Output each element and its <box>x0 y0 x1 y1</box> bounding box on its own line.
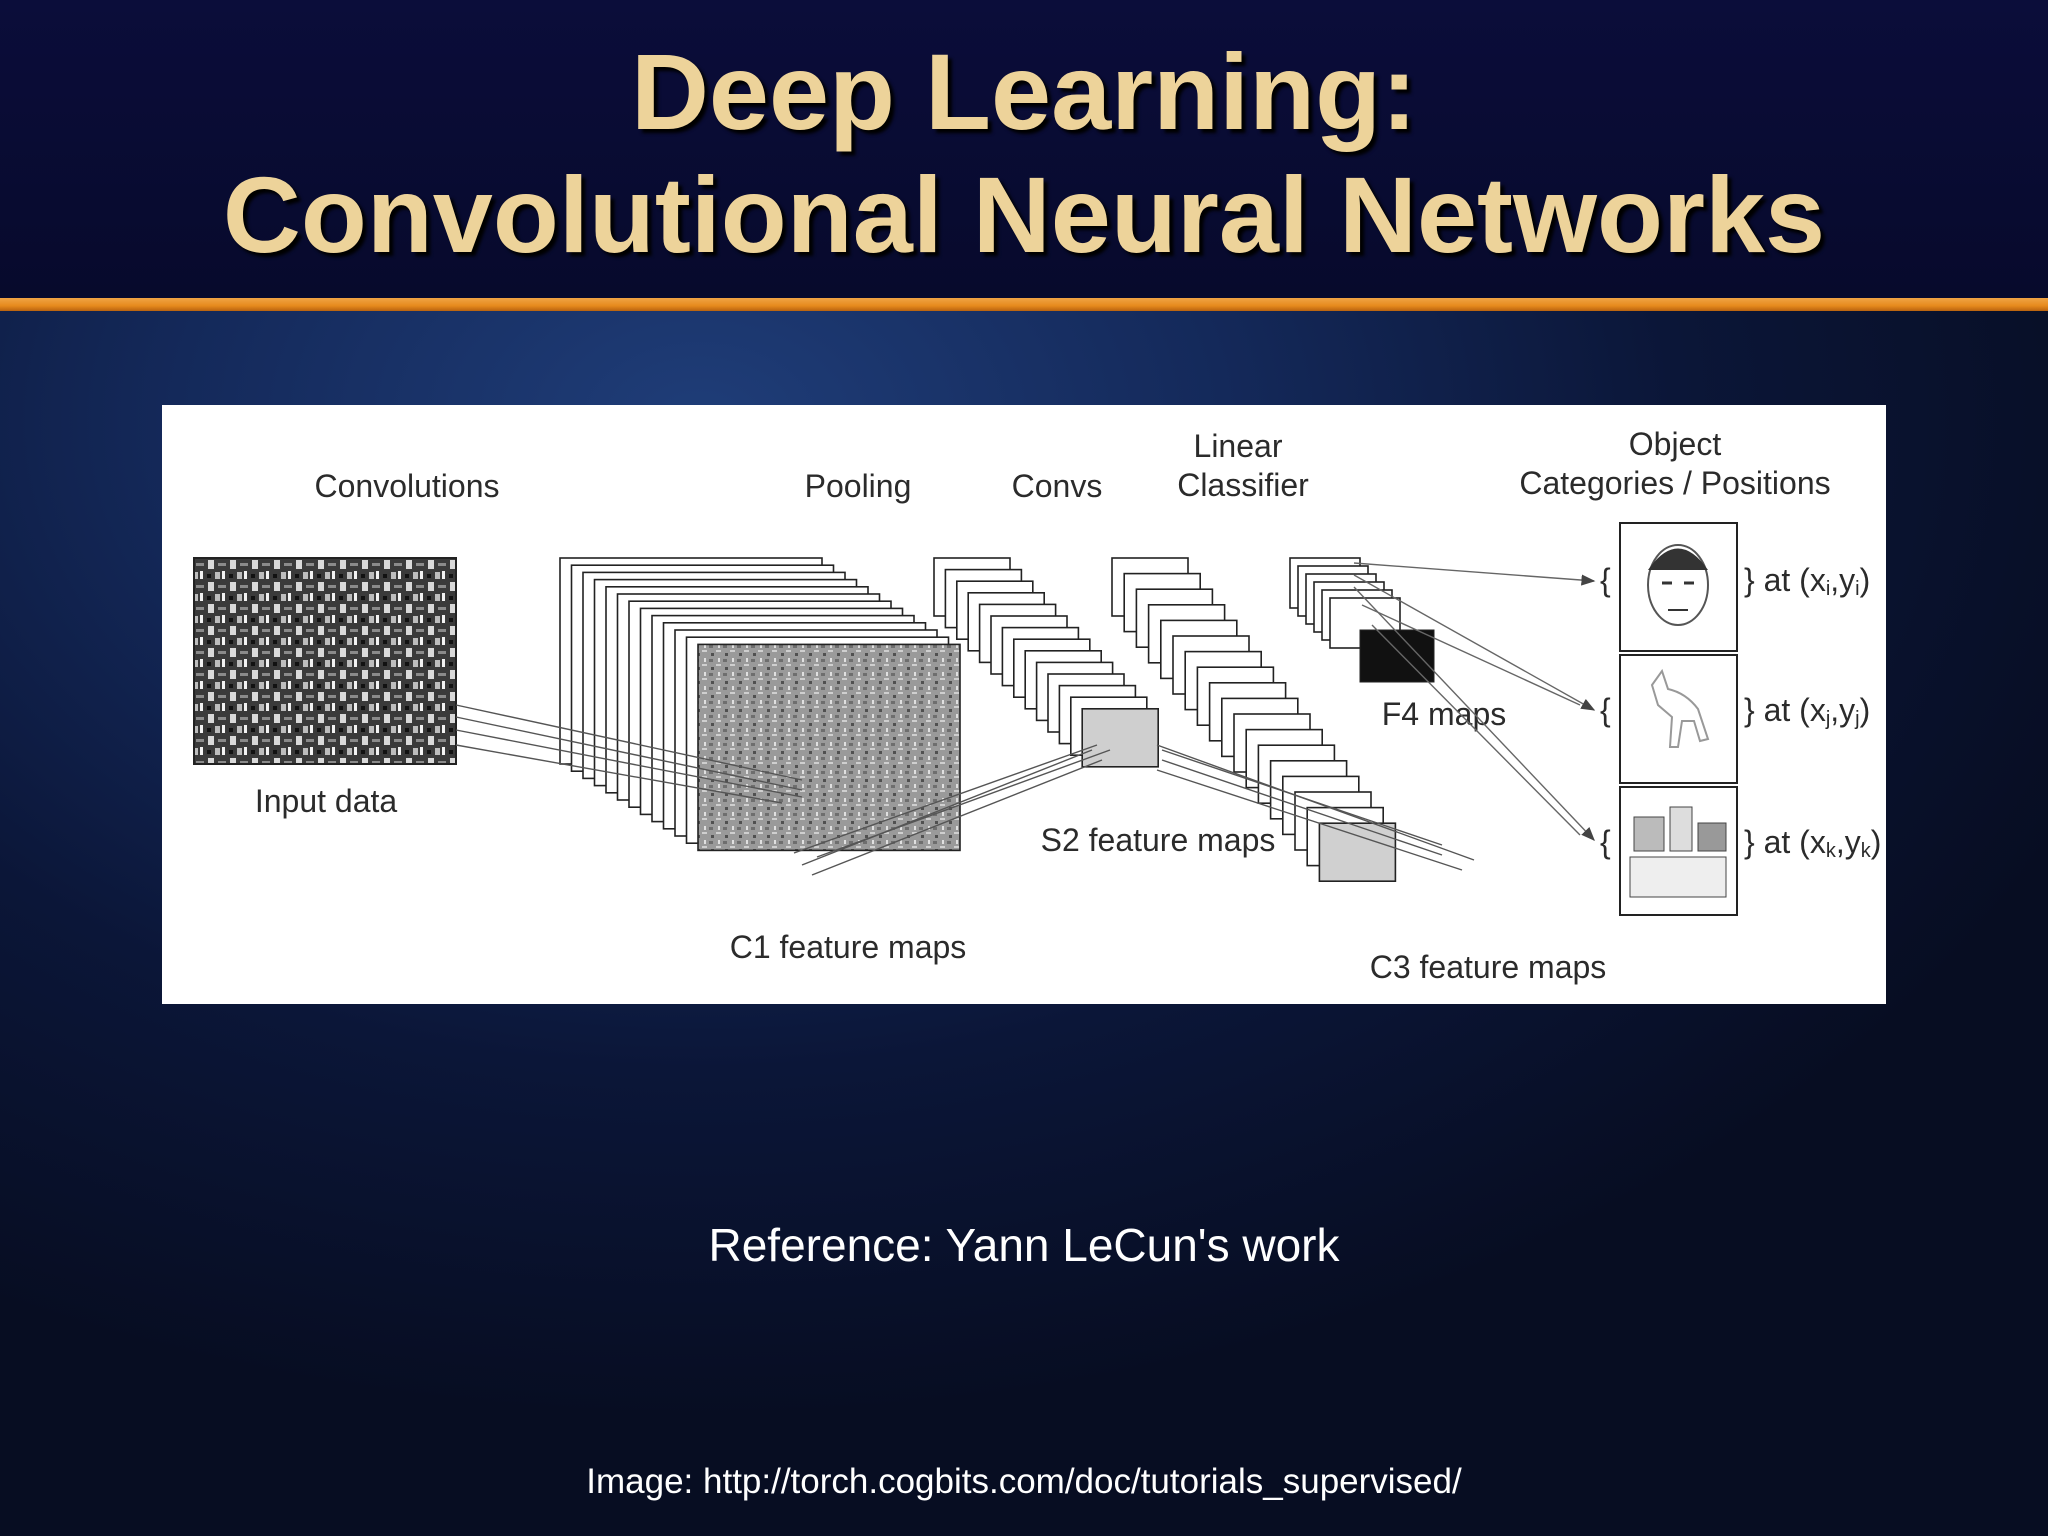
image-credit: Image: http://torch.cogbits.com/doc/tuto… <box>586 1462 1462 1501</box>
slide-title-line-1: Deep Learning: <box>630 31 1418 152</box>
accent-rule <box>0 298 2048 311</box>
face-image <box>1619 522 1738 652</box>
open-brace-1: { <box>1600 562 1611 598</box>
input-connections <box>455 704 803 804</box>
label-f4-maps: F4 maps <box>1382 696 1506 732</box>
label-c1-feature-maps: C1 feature maps <box>730 929 967 965</box>
label-classifier: Classifier <box>1177 467 1309 503</box>
output-position-3: } at (xk,yk) <box>1744 824 1881 862</box>
open-brace-3: { <box>1600 824 1611 860</box>
cnn-diagram: Convolutions Pooling Convs Linear Classi… <box>162 405 1886 1004</box>
label-input-data: Input data <box>255 783 398 819</box>
c1-feature-map-stack <box>559 557 961 852</box>
label-convs: Convs <box>1012 468 1103 504</box>
label-s2-feature-maps: S2 feature maps <box>1041 822 1276 858</box>
output-category-3: { } at (xk,yk) <box>1600 786 1881 916</box>
s2-connections <box>1156 744 1475 871</box>
s2-feature-map <box>1081 707 1160 768</box>
label-linear: Linear <box>1194 428 1283 464</box>
label-pooling: Pooling <box>805 468 912 504</box>
reference-text: Reference: Yann LeCun's work <box>708 1219 1340 1271</box>
label-c3-feature-maps: C3 feature maps <box>1370 949 1607 985</box>
f4-dark-map <box>1359 629 1435 683</box>
title-bar <box>0 0 2048 298</box>
slide-title-line-2: Convolutional Neural Networks <box>222 154 1826 275</box>
open-brace-2: { <box>1600 692 1611 728</box>
c3-feature-map <box>1318 822 1397 883</box>
c1-feature-map <box>697 643 961 852</box>
label-object: Object <box>1629 426 1722 462</box>
label-categories-positions: Categories / Positions <box>1519 465 1830 501</box>
input-image <box>193 557 457 765</box>
c1-connections <box>793 744 1111 876</box>
output-category-1: { } at (xi,yi) <box>1600 522 1870 652</box>
output-position-2: } at (xj,yj) <box>1744 692 1870 730</box>
output-position-1: } at (xi,yi) <box>1744 562 1870 600</box>
label-convolutions: Convolutions <box>315 468 500 504</box>
c3-feature-map-stack <box>1111 557 1397 883</box>
output-connections <box>1353 562 1596 842</box>
cnn-diagram-svg: Convolutions Pooling Convs Linear Classi… <box>193 426 1881 985</box>
output-category-2: { } at (xj,yj) <box>1600 654 1870 784</box>
s2-feature-map-stack <box>933 557 1160 768</box>
f4-map-stack <box>1289 557 1435 683</box>
dog-sketch-image <box>1619 654 1738 784</box>
